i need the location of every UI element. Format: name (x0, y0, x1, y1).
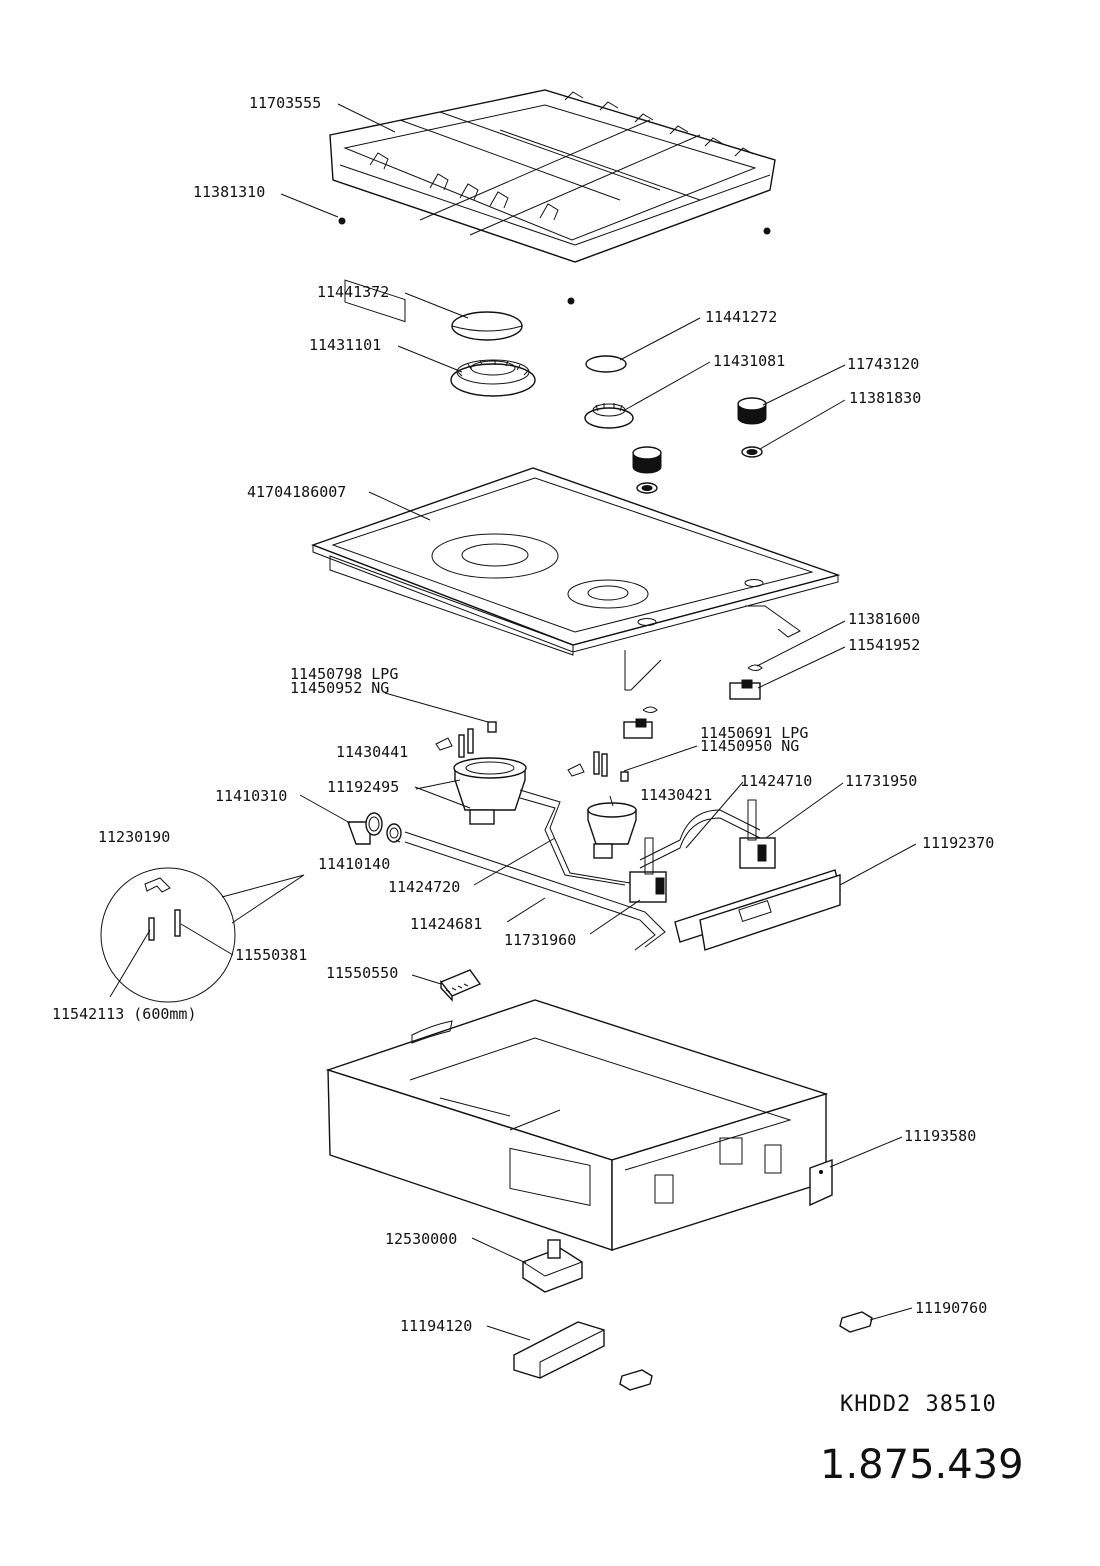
ignition-switch (623, 679, 761, 739)
leader-lines (109, 103, 917, 1341)
gas-valve-right (739, 799, 776, 869)
label-11381830: 11381830 (849, 389, 921, 407)
label-11542113: 11542113 (600mm) (52, 1005, 197, 1023)
label-11410310: 11410310 (215, 787, 287, 805)
label-11431081: 11431081 (713, 352, 785, 370)
label-11381600: 11381600 (848, 610, 920, 628)
spark-electrode (435, 728, 608, 777)
label-11430421: 11430421 (640, 786, 712, 804)
gas-injector (487, 721, 629, 782)
label-11424710: 11424710 (740, 772, 812, 790)
gas-elbow (347, 812, 383, 845)
burner-body-small (587, 802, 637, 859)
model-code: KHDD2 38510 (840, 1392, 997, 1417)
cooktop-panel (310, 467, 841, 691)
grate-screw (338, 217, 771, 305)
knob-bezel (741, 446, 763, 458)
label-11450691: 11450691 LPG (700, 724, 808, 742)
label-11441272: 11441272 (705, 308, 777, 326)
label-11192370: 11192370 (922, 834, 994, 852)
mounting-clip (619, 1311, 873, 1391)
label-11410140: 11410140 (318, 855, 390, 873)
drawing-number: 1.875.439 (820, 1442, 1024, 1488)
burner-head-large (450, 359, 536, 397)
detail-callout (100, 867, 305, 1003)
label-11550550: 11550550 (326, 964, 398, 982)
label-11541952: 11541952 (848, 636, 920, 654)
label-11743120: 11743120 (847, 355, 919, 373)
label-11450950: 11450950 NG (700, 737, 799, 755)
label-11230190: 11230190 (98, 828, 170, 846)
burner-body-large (453, 757, 527, 825)
label-11450952: 11450952 NG (290, 679, 389, 697)
label-11731950: 11731950 (845, 772, 917, 790)
label-11424720: 11424720 (388, 878, 460, 896)
label-11424681: 11424681 (410, 915, 482, 933)
burner-cap-large (451, 311, 523, 341)
burner-head-small (584, 403, 634, 429)
label-12530000: 12530000 (385, 1230, 457, 1248)
control-knob-2 (632, 446, 662, 474)
gas-tube (404, 789, 761, 951)
sealing-washer (386, 823, 402, 843)
gas-valve-left (629, 837, 667, 903)
part-labels: 11703555 11381310 11441372 11441272 1143… (52, 94, 994, 1335)
side-bracket (809, 1159, 833, 1207)
control-knob (737, 397, 767, 425)
label-11431101: 11431101 (309, 336, 381, 354)
label-11703555: 11703555 (249, 94, 321, 112)
burner-cap-small (585, 355, 627, 373)
label-11731960: 11731960 (504, 931, 576, 949)
ignition-module (439, 969, 482, 1002)
cover-bracket (513, 1321, 605, 1379)
base-tray (325, 999, 829, 1251)
knob-bezel-2 (636, 482, 658, 494)
label-11194120: 11194120 (400, 1317, 472, 1335)
label-11193580: 11193580 (904, 1127, 976, 1145)
pan-support-grate (329, 89, 776, 323)
label-11192495: 11192495 (327, 778, 399, 796)
label-11430441: 11430441 (336, 743, 408, 761)
rail-bracket (674, 869, 841, 951)
terminal-block (522, 1239, 583, 1293)
label-11190760: 11190760 (915, 1299, 987, 1317)
label-41704186007: 41704186007 (247, 483, 346, 501)
label-11550381: 11550381 (235, 946, 307, 964)
spring-clip (642, 664, 763, 713)
label-11450798: 11450798 LPG (290, 665, 398, 683)
label-11381310: 11381310 (193, 183, 265, 201)
label-11441372: 11441372 (317, 283, 389, 301)
